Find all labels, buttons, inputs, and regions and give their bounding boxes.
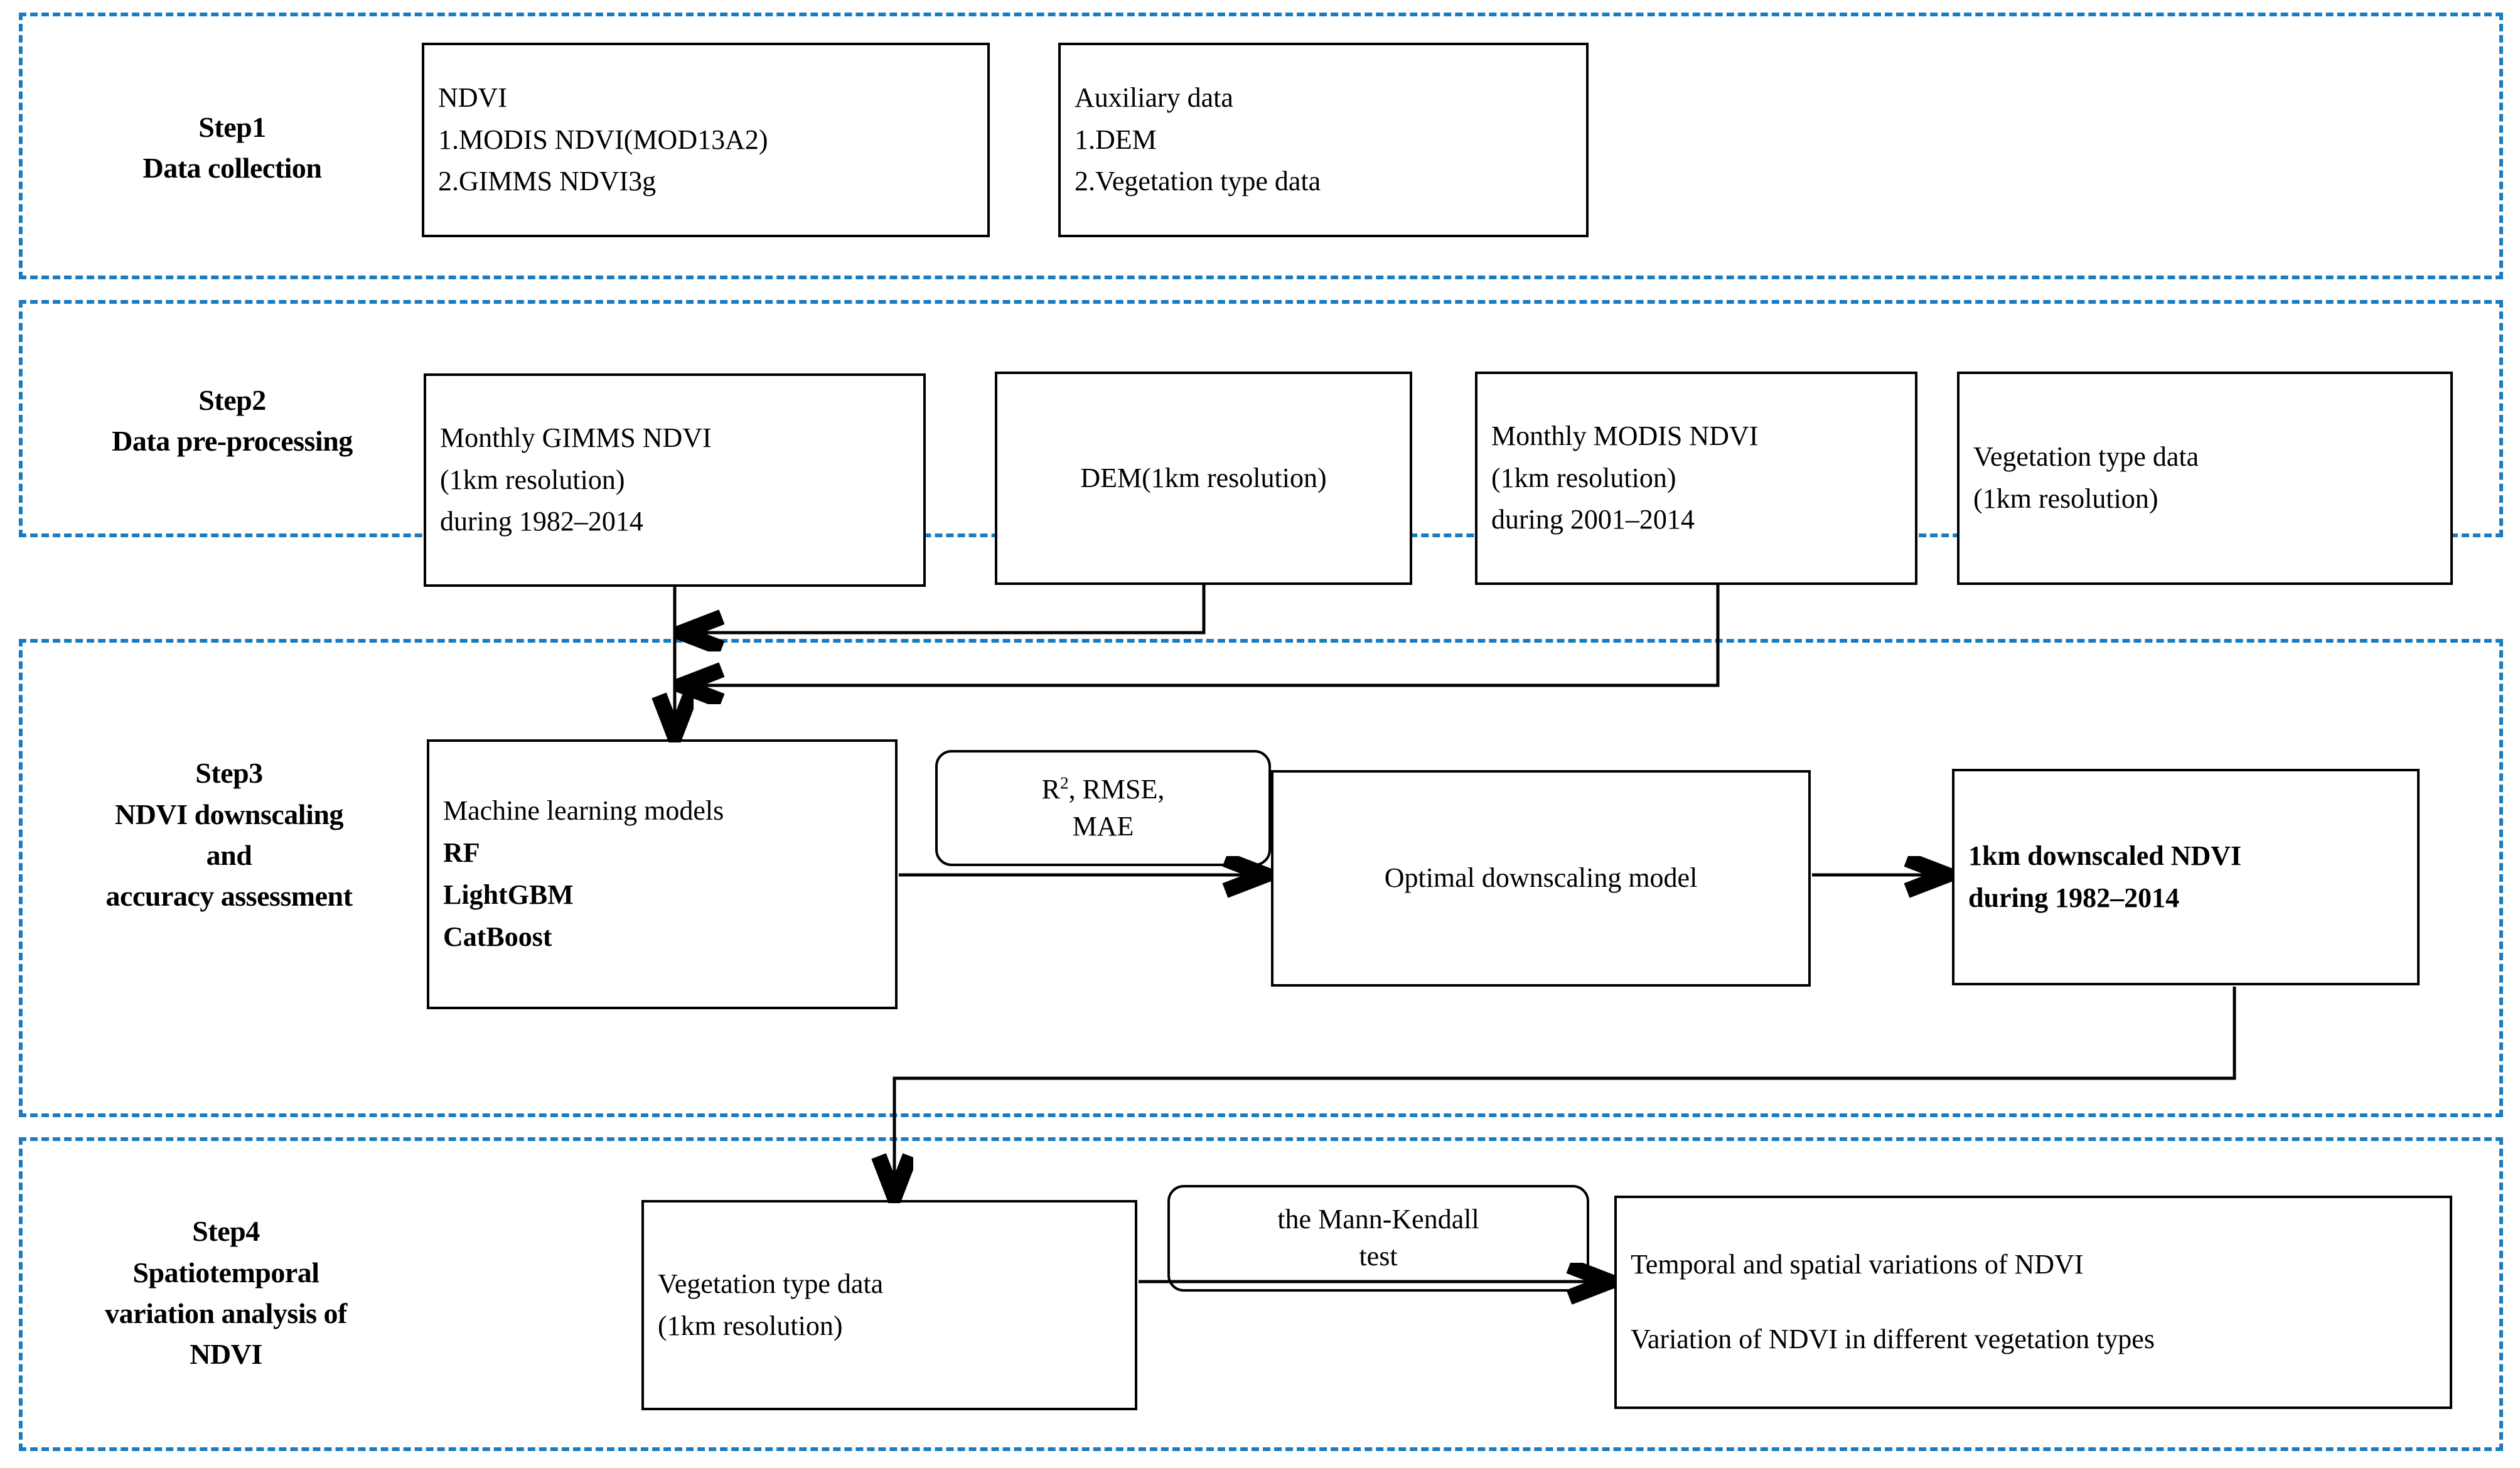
auxiliary-data-line-3: 2.Vegetation type data [1075, 166, 1321, 197]
node-auxiliary-data: Auxiliary data 1.DEM 2.Vegetation type d… [1058, 43, 1589, 237]
auxiliary-data-line-2: 1.DEM [1075, 124, 1157, 155]
ml-line-3: LightGBM [443, 879, 574, 910]
node-downscaled-ndvi-output: 1km downscaled NDVI during 1982–2014 [1952, 769, 2420, 985]
step1-label: Step1 Data collection [142, 110, 322, 184]
gimms-line-3: during 1982–2014 [440, 506, 643, 537]
gimms-line-2: (1km resolution) [440, 464, 625, 495]
node-variation-results: Temporal and spatial variations of NDVI … [1614, 1196, 2452, 1409]
ml-line-1: Machine learning models [443, 795, 724, 827]
node-vegetation-type-preprocessed: Vegetation type data (1km resolution) [1957, 372, 2453, 585]
vegtype4-line-2: (1km resolution) [658, 1310, 843, 1341]
step1-panel [19, 13, 2503, 279]
optimal-line-1: Optimal downscaling model [1384, 862, 1698, 894]
ml-line-2: RF [443, 837, 480, 869]
vegtype2-line-2: (1km resolution) [1973, 483, 2158, 514]
auxiliary-data-line-1: Auxiliary data [1075, 82, 1233, 113]
results-line-1: Temporal and spatial variations of NDVI [1631, 1249, 2084, 1280]
node-accuracy-metrics: R2, RMSE, MAE [935, 750, 1271, 866]
mk-line-2: test [1359, 1241, 1398, 1272]
step3-label: Step3 NDVI downscaling and accuracy asse… [105, 757, 353, 913]
gimms-line-1: Monthly GIMMS NDVI [440, 422, 712, 453]
modis-line-1: Monthly MODIS NDVI [1491, 420, 1759, 451]
ndvi-sources-line-1: NDVI [438, 82, 507, 113]
metrics-line-2: MAE [1072, 810, 1134, 842]
metrics-line-1: R2, RMSE, [1041, 773, 1165, 805]
ml-line-4: CatBoost [443, 921, 552, 952]
downscaled-line-2: during 1982–2014 [1968, 882, 2180, 913]
step4-label: Step4 Spatiotemporal variation analysis … [105, 1215, 347, 1371]
mk-line-1: the Mann-Kendall [1277, 1204, 1479, 1235]
node-gimms-ndvi-preprocessed: Monthly GIMMS NDVI (1km resolution) duri… [424, 373, 926, 587]
modis-line-3: during 2001–2014 [1491, 504, 1695, 535]
node-ndvi-sources: NDVI 1.MODIS NDVI(MOD13A2) 2.GIMMS NDVI3… [422, 43, 990, 237]
vegtype2-line-1: Vegetation type data [1973, 441, 2199, 473]
node-mann-kendall-test: the Mann-Kendall test [1167, 1185, 1589, 1292]
modis-line-2: (1km resolution) [1491, 462, 1676, 493]
node-dem-preprocessed: DEM(1km resolution) [995, 372, 1412, 585]
dem-line-1: DEM(1km resolution) [1080, 462, 1327, 493]
ndvi-sources-line-2: 1.MODIS NDVI(MOD13A2) [438, 124, 768, 155]
results-line-2: Variation of NDVI in different vegetatio… [1631, 1324, 2155, 1354]
node-machine-learning-models: Machine learning models RF LightGBM CatB… [427, 739, 898, 1009]
step2-label: Step2 Data pre-processing [112, 383, 353, 457]
node-optimal-downscaling-model: Optimal downscaling model [1271, 770, 1811, 987]
vegtype4-line-1: Vegetation type data [658, 1268, 884, 1299]
ndvi-sources-line-3: 2.GIMMS NDVI3g [438, 166, 657, 197]
connector-dem-to-trunk [684, 585, 1206, 633]
node-modis-ndvi-preprocessed: Monthly MODIS NDVI (1km resolution) duri… [1475, 372, 1917, 585]
node-vegetation-type-input: Vegetation type data (1km resolution) [641, 1200, 1137, 1410]
downscaled-line-1: 1km downscaled NDVI [1968, 840, 2242, 871]
